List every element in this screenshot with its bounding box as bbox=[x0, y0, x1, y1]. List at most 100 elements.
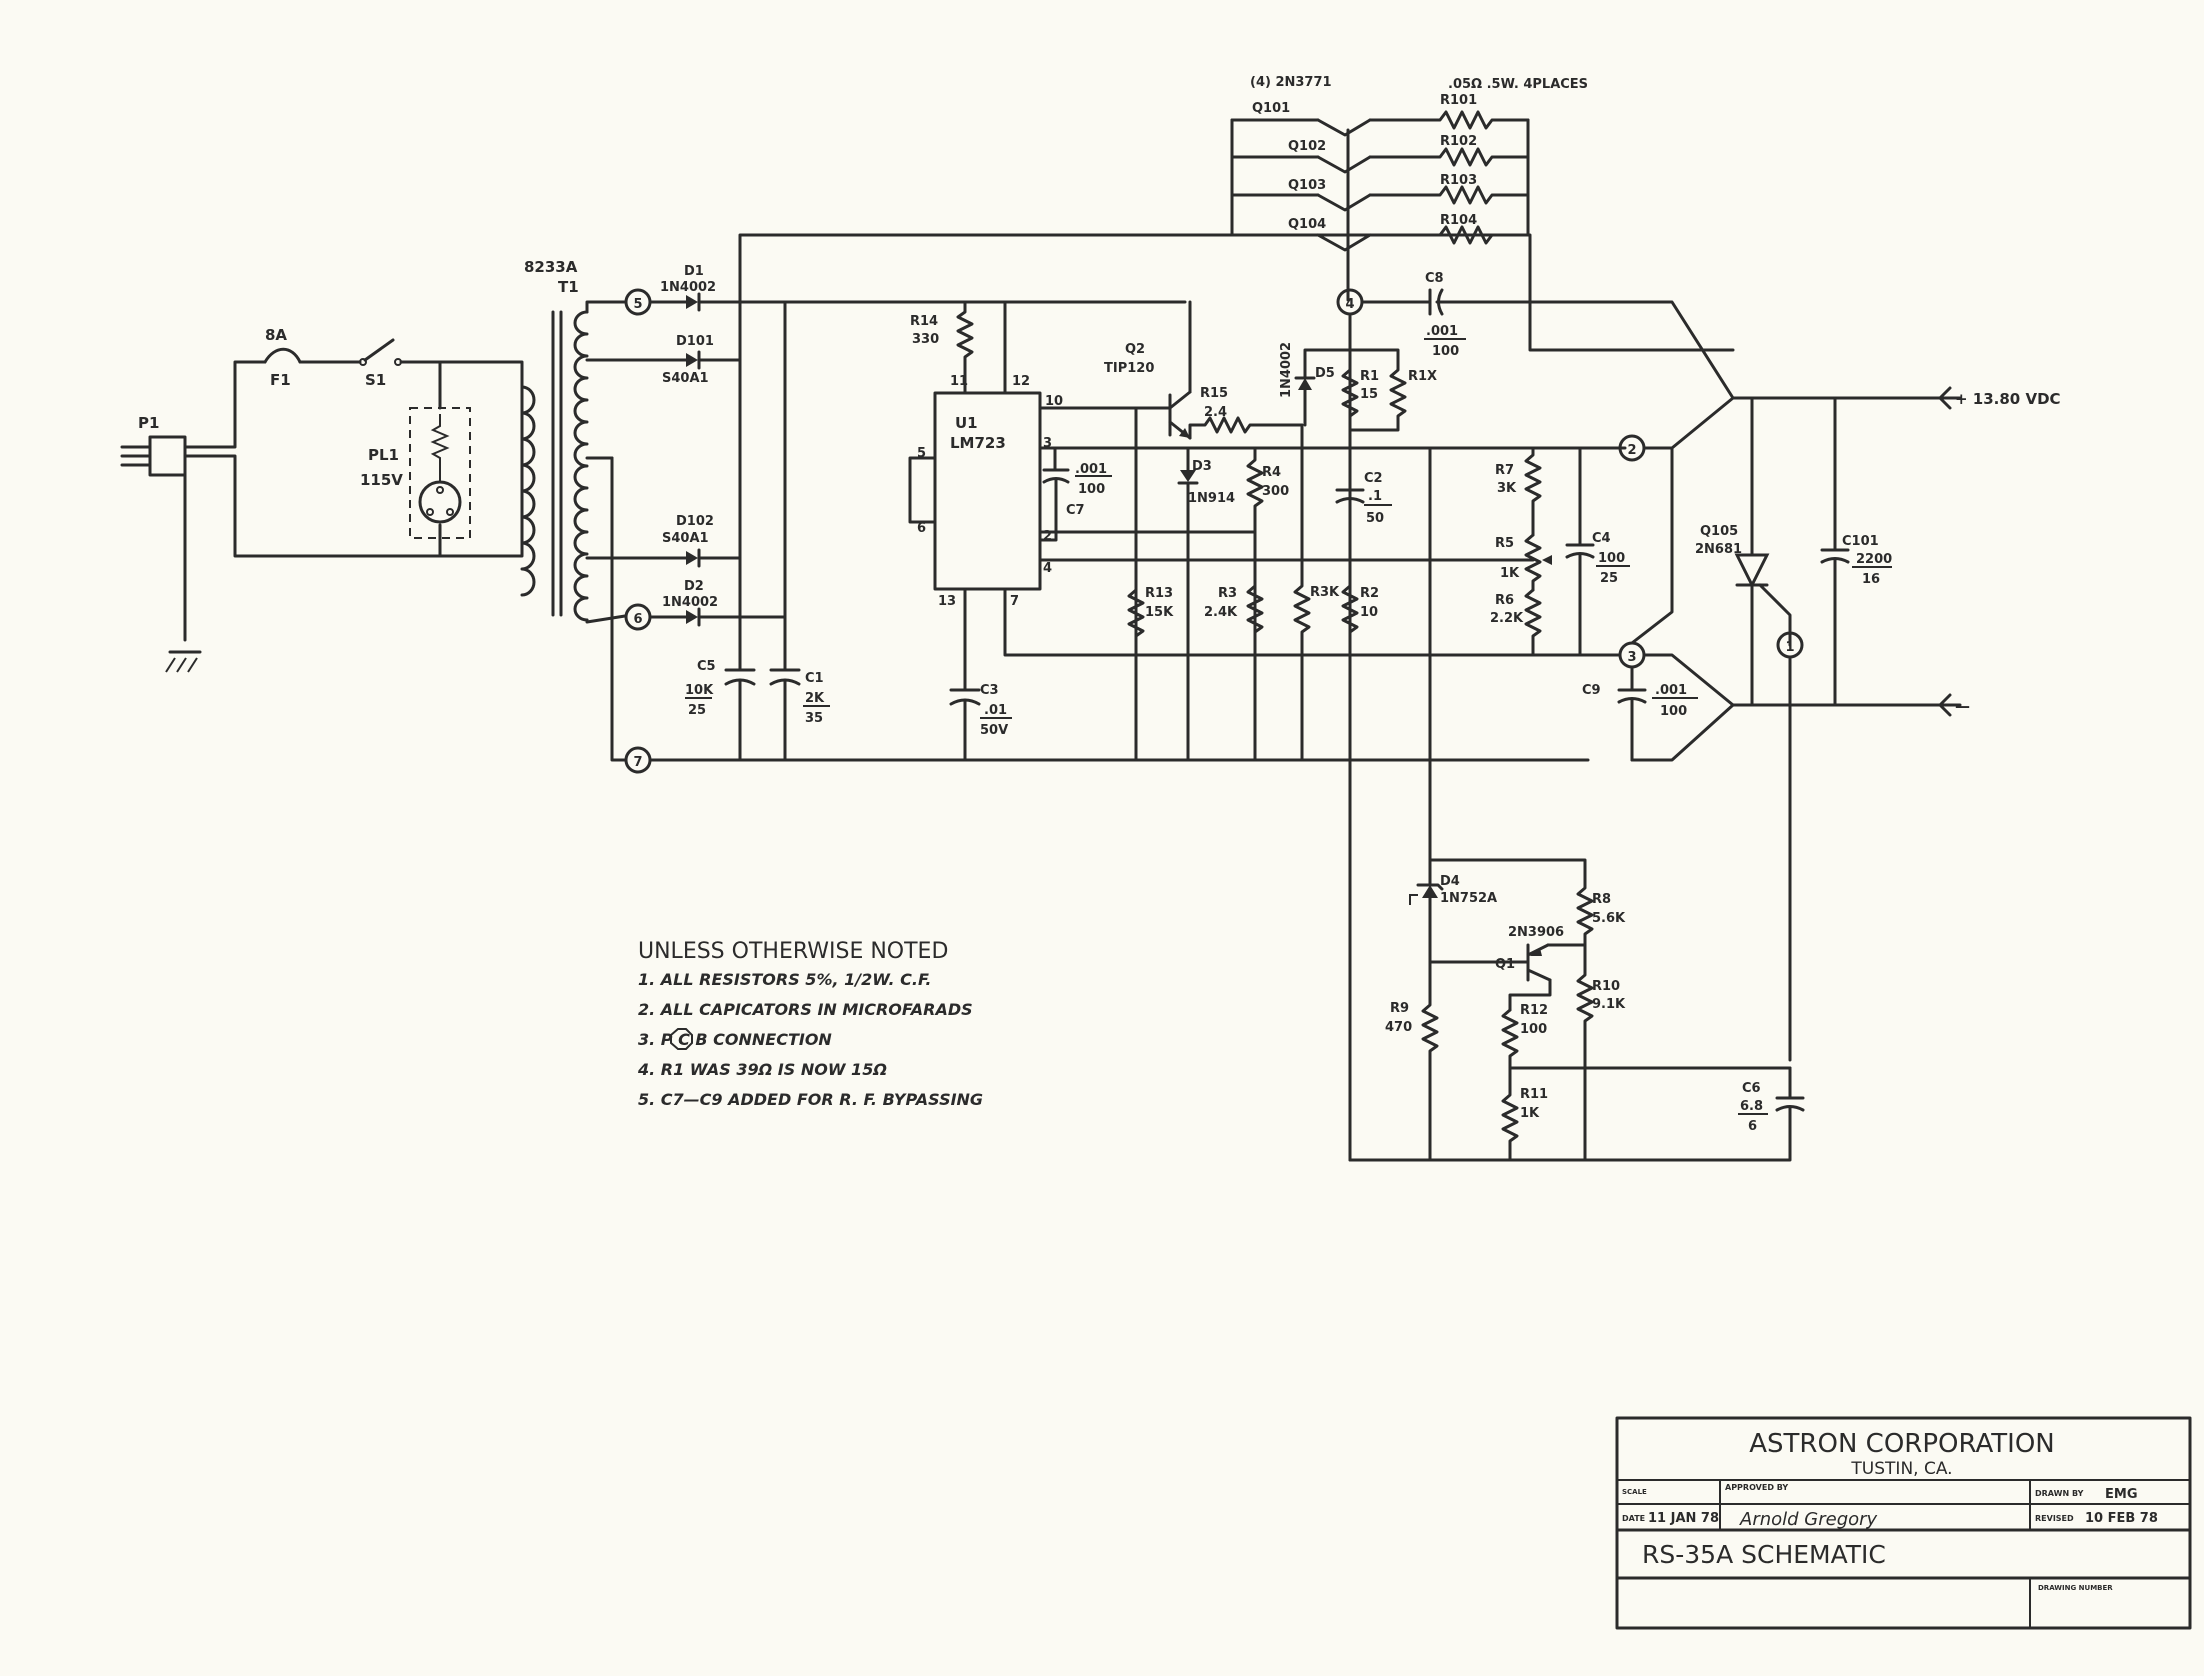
svg-text:R4: R4 bbox=[1262, 465, 1281, 480]
svg-text:S40A1: S40A1 bbox=[662, 531, 709, 546]
pcb-connection-6: 6 bbox=[624, 603, 652, 631]
svg-text:Q101: Q101 bbox=[1252, 101, 1290, 116]
fuse-rating-label: 8A bbox=[265, 326, 287, 344]
resistor-r13: R13 15K bbox=[1127, 583, 1174, 642]
diode-d101: D101 S40A1 bbox=[658, 334, 714, 386]
svg-text:R10: R10 bbox=[1592, 979, 1620, 994]
ground-symbol bbox=[165, 650, 202, 673]
svg-text:5.6K: 5.6K bbox=[1592, 911, 1626, 926]
note-2: 2. ALL CAPICATORS IN MICROFARADS bbox=[638, 1000, 973, 1019]
svg-text:2N3906: 2N3906 bbox=[1508, 925, 1564, 940]
svg-text:R1X: R1X bbox=[1408, 369, 1437, 384]
svg-text:C6: C6 bbox=[1742, 1081, 1761, 1096]
resistor-r2: R2 10 bbox=[1341, 578, 1379, 642]
pcb-connection-7: 7 bbox=[624, 746, 652, 774]
svg-text:2.2K: 2.2K bbox=[1490, 611, 1524, 626]
diode-d102: D102 S40A1 bbox=[658, 514, 714, 568]
svg-text:.001: .001 bbox=[1075, 462, 1107, 477]
negative-output-terminal: — bbox=[1938, 693, 1970, 717]
svg-text:25: 25 bbox=[688, 703, 706, 718]
svg-text:12: 12 bbox=[1012, 374, 1030, 389]
svg-text:C1: C1 bbox=[805, 671, 824, 686]
svg-text:.001: .001 bbox=[1426, 324, 1458, 339]
svg-text:3K: 3K bbox=[1497, 481, 1517, 496]
pilot-lamp-pl1: PL1 115V bbox=[360, 360, 471, 558]
fuse-f1: 8A F1 bbox=[263, 326, 302, 389]
svg-text:16: 16 bbox=[1862, 572, 1880, 587]
title-block: ASTRON CORPORATION TUSTIN, CA. SCALE APP… bbox=[1615, 1416, 2192, 1630]
svg-text:10: 10 bbox=[1045, 394, 1063, 409]
drawing-title: RS-35A SCHEMATIC bbox=[1642, 1540, 1886, 1569]
svg-text:.001: .001 bbox=[1655, 683, 1687, 698]
svg-text:R14: R14 bbox=[910, 314, 938, 329]
svg-text:100: 100 bbox=[1660, 704, 1687, 719]
transformer-t1: 8233A T1 bbox=[524, 258, 589, 622]
company-name: ASTRON CORPORATION bbox=[1749, 1429, 2055, 1459]
note-3: 3. P C B CONNECTION bbox=[638, 1030, 832, 1049]
svg-text:R13: R13 bbox=[1145, 586, 1173, 601]
svg-text:1N4002: 1N4002 bbox=[660, 280, 716, 295]
svg-text:2K: 2K bbox=[805, 691, 825, 706]
svg-text:10: 10 bbox=[1360, 605, 1378, 620]
svg-text:C8: C8 bbox=[1425, 271, 1444, 286]
transistor-q102: Q102 bbox=[1230, 139, 1372, 181]
resistor-r3: R3 2.4K bbox=[1204, 578, 1264, 642]
svg-text:2200: 2200 bbox=[1856, 552, 1892, 567]
resistor-r3k: R3K bbox=[1293, 423, 1340, 762]
capacitor-c7: C7 .001 100 bbox=[1038, 446, 1112, 542]
f1-label: F1 bbox=[270, 371, 291, 389]
svg-text:R12: R12 bbox=[1520, 1003, 1548, 1018]
plug-p1: P1 bbox=[120, 414, 187, 477]
svg-text:D2: D2 bbox=[684, 579, 704, 594]
crowbar-circuit: D4 1N752A R8 5.6K 2N3906 Q1 R10 9.1K bbox=[1348, 446, 1805, 1162]
svg-text:13: 13 bbox=[938, 594, 956, 609]
resistor-r8: R8 5.6K bbox=[1576, 878, 1626, 967]
svg-text:6: 6 bbox=[633, 612, 642, 627]
transformer-part-label: 8233A bbox=[524, 258, 578, 276]
resistor-r6: R6 2.2K bbox=[1490, 588, 1542, 657]
company-location: TUSTIN, CA. bbox=[1850, 1459, 1952, 1479]
svg-text:6: 6 bbox=[917, 521, 926, 536]
svg-text:50V: 50V bbox=[980, 723, 1008, 738]
svg-text:1N4002: 1N4002 bbox=[1279, 342, 1294, 398]
svg-text:Q104: Q104 bbox=[1288, 217, 1326, 232]
date-value: 11 JAN 78 bbox=[1648, 1511, 1719, 1526]
resistor-r12: R12 100 bbox=[1501, 1003, 1548, 1077]
svg-text:1K: 1K bbox=[1520, 1106, 1540, 1121]
svg-text:C9: C9 bbox=[1582, 683, 1601, 698]
svg-text:5: 5 bbox=[633, 297, 642, 312]
resistor-r104: R104 bbox=[1368, 213, 1530, 245]
zener-d4: D4 1N752A bbox=[1409, 858, 1497, 1002]
svg-text:R8: R8 bbox=[1592, 892, 1611, 907]
svg-text:1N4002: 1N4002 bbox=[662, 595, 718, 610]
pcb-connection-3: 3 bbox=[1618, 641, 1646, 669]
svg-text:.1: .1 bbox=[1368, 489, 1382, 504]
diode-d2: D2 1N4002 bbox=[648, 579, 718, 627]
svg-text:15: 15 bbox=[1360, 387, 1378, 402]
svg-text:35: 35 bbox=[805, 711, 823, 726]
resistor-r1x: R1X bbox=[1348, 348, 1437, 432]
svg-text:100: 100 bbox=[1432, 344, 1459, 359]
svg-text:6: 6 bbox=[1748, 1119, 1757, 1134]
transformer-primary bbox=[520, 385, 536, 597]
svg-text:2: 2 bbox=[1627, 443, 1636, 458]
svg-text:R15: R15 bbox=[1200, 386, 1228, 401]
svg-text:R9: R9 bbox=[1390, 1001, 1409, 1016]
svg-text:R5: R5 bbox=[1495, 536, 1514, 551]
svg-text:U1: U1 bbox=[955, 414, 978, 432]
capacitor-c8: C8 .001 100 bbox=[1360, 271, 1662, 359]
svg-text:R102: R102 bbox=[1440, 134, 1477, 149]
note-5: 5. C7—C9 ADDED FOR R. F. BYPASSING bbox=[638, 1090, 983, 1109]
pl1-label: PL1 bbox=[368, 446, 399, 464]
svg-text:1: 1 bbox=[1785, 640, 1794, 655]
diode-d3: D3 1N914 bbox=[1177, 446, 1235, 762]
svg-text:3: 3 bbox=[1043, 436, 1052, 451]
svg-text:2.4K: 2.4K bbox=[1204, 605, 1238, 620]
t1-label: T1 bbox=[558, 278, 579, 296]
scr-q105: Q105 2N681 bbox=[1695, 396, 1792, 707]
svg-text:+ 13.80 VDC: + 13.80 VDC bbox=[1955, 390, 2061, 408]
svg-text:S40A1: S40A1 bbox=[662, 371, 709, 386]
resistor-r14: R14 330 bbox=[910, 300, 974, 395]
svg-text:R3K: R3K bbox=[1310, 585, 1340, 600]
